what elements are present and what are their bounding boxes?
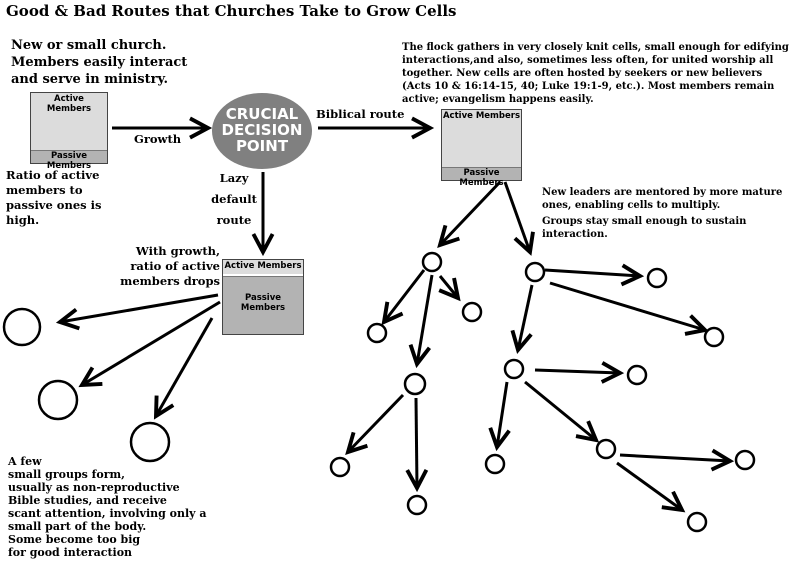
tree-arrow — [488, 381, 511, 452]
cell-circle — [595, 438, 617, 460]
few-groups-line: usually as non-reproductive — [8, 481, 180, 494]
with-growth-line: ratio of active — [130, 259, 220, 273]
active-members-label: Active Members — [223, 260, 303, 274]
crucial-decision-point: CRUCIAL DECISION POINT — [212, 93, 312, 169]
flock-line: active; evangelism happens easily. — [402, 94, 594, 105]
arrow-to-circle-3 — [153, 317, 214, 420]
tree-arrow — [437, 180, 502, 249]
few-groups-text: A few small groups form, usually as non-… — [8, 455, 207, 559]
cell-circle — [626, 364, 648, 386]
tree-arrow — [616, 461, 686, 513]
few-groups-line: small groups form, — [8, 468, 126, 481]
big-cell-circle — [2, 307, 42, 347]
decision-line: POINT — [235, 137, 289, 155]
flock-line: interactions,and also, sometimes less of… — [402, 55, 774, 66]
tree-arrow — [381, 269, 426, 326]
intro-text: New or small church. Members easily inte… — [11, 37, 187, 88]
tree-arrow — [544, 263, 645, 287]
decision-line: CRUCIAL — [225, 105, 299, 123]
cell-circle — [406, 494, 428, 516]
big-cell-circle — [129, 421, 171, 463]
mentored-description: New leaders are mentored by more mature … — [542, 186, 782, 241]
cell-circle — [421, 251, 443, 273]
small-church-box: Active Members Passive Members — [30, 92, 108, 171]
lazy-line: default — [211, 192, 257, 206]
tree-arrow — [534, 361, 625, 384]
page-title: Good & Bad Routes that Churches Take to … — [6, 2, 457, 20]
decision-line: DECISION — [221, 121, 303, 139]
flock-line: The flock gathers in very closely knit c… — [402, 42, 789, 53]
few-groups-line: for good interaction — [8, 546, 133, 559]
intro-line: and serve in ministry. — [11, 72, 169, 87]
flock-description: The flock gathers in very closely knit c… — [402, 41, 789, 106]
growth-label: Growth — [134, 132, 182, 146]
tree-arrow — [345, 393, 405, 455]
cell-circle — [503, 358, 525, 380]
few-groups-line: Some become too big — [8, 533, 141, 546]
biblical-route-label: Biblical route — [316, 107, 405, 121]
few-groups-line: Bible studies, and receive — [8, 494, 167, 507]
mentored-line: interaction. — [542, 229, 608, 240]
tree-arrow — [549, 281, 709, 336]
cell-circle — [686, 511, 708, 533]
cell-circle — [461, 301, 483, 323]
ratio-high-text: Ratio of active members to passive ones … — [6, 168, 101, 228]
tree-arrow — [619, 448, 735, 472]
tree-arrow — [503, 181, 535, 256]
tree-arrow — [405, 397, 429, 493]
lazy-church-box: Active Members Passive Members — [222, 259, 304, 335]
biblical-church-box: Active Members Passive Members — [441, 109, 522, 188]
lazy-line: Lazy — [219, 171, 249, 185]
few-groups-line: A few — [8, 455, 42, 468]
lazy-line: route — [216, 213, 252, 227]
flock-line: (Acts 10 & 16:14-15, 40; Luke 19:1-9, et… — [402, 81, 775, 92]
ratio-line: passive ones is — [6, 198, 102, 212]
ratio-line: high. — [6, 213, 40, 227]
mentored-line: ones, enabling cells to multiply. — [542, 200, 721, 211]
cell-circle — [329, 456, 351, 478]
cell-circle — [366, 322, 388, 344]
with-growth-line: members drops — [120, 274, 220, 288]
cell-circle — [646, 267, 668, 289]
mentored-line: New leaders are mentored by more mature — [542, 187, 783, 198]
mentored-line: Groups stay small enough to sustain — [542, 216, 747, 227]
with-growth-line: With growth, — [135, 244, 220, 258]
cell-circle — [734, 449, 756, 471]
tree-arrow — [510, 284, 534, 355]
active-members-label: Active Members — [31, 93, 107, 150]
cell-circle — [403, 372, 427, 396]
tree-arrow — [438, 275, 461, 302]
passive-members-label: Passive Members — [223, 276, 303, 334]
passive-members-label: Passive Members — [31, 150, 107, 171]
intro-line: Members easily interact — [11, 55, 188, 70]
intro-line: New or small church. — [11, 38, 167, 53]
ratio-line: Ratio of active — [6, 168, 100, 182]
big-cell-circle — [37, 379, 79, 421]
passive-members-label: Passive Members — [442, 167, 521, 188]
cell-circle — [703, 326, 725, 348]
few-groups-line: scant attention, involving only a — [8, 507, 207, 520]
cell-circle — [484, 453, 506, 475]
few-groups-line: small part of the body. — [8, 520, 147, 533]
arrow-to-circle-1 — [55, 293, 219, 331]
cell-circle — [524, 261, 546, 283]
ratio-line: members to — [6, 183, 83, 197]
active-members-label: Active Members — [442, 110, 521, 167]
with-growth-text: With growth, ratio of active members dro… — [110, 244, 220, 289]
lazy-default-route-label: Lazy default route — [206, 168, 262, 231]
tree-arrow — [524, 380, 600, 443]
arrow-to-circle-2 — [78, 300, 221, 388]
flock-line: together. New cells are often hosted by … — [402, 68, 763, 79]
tree-arrow — [408, 274, 434, 369]
